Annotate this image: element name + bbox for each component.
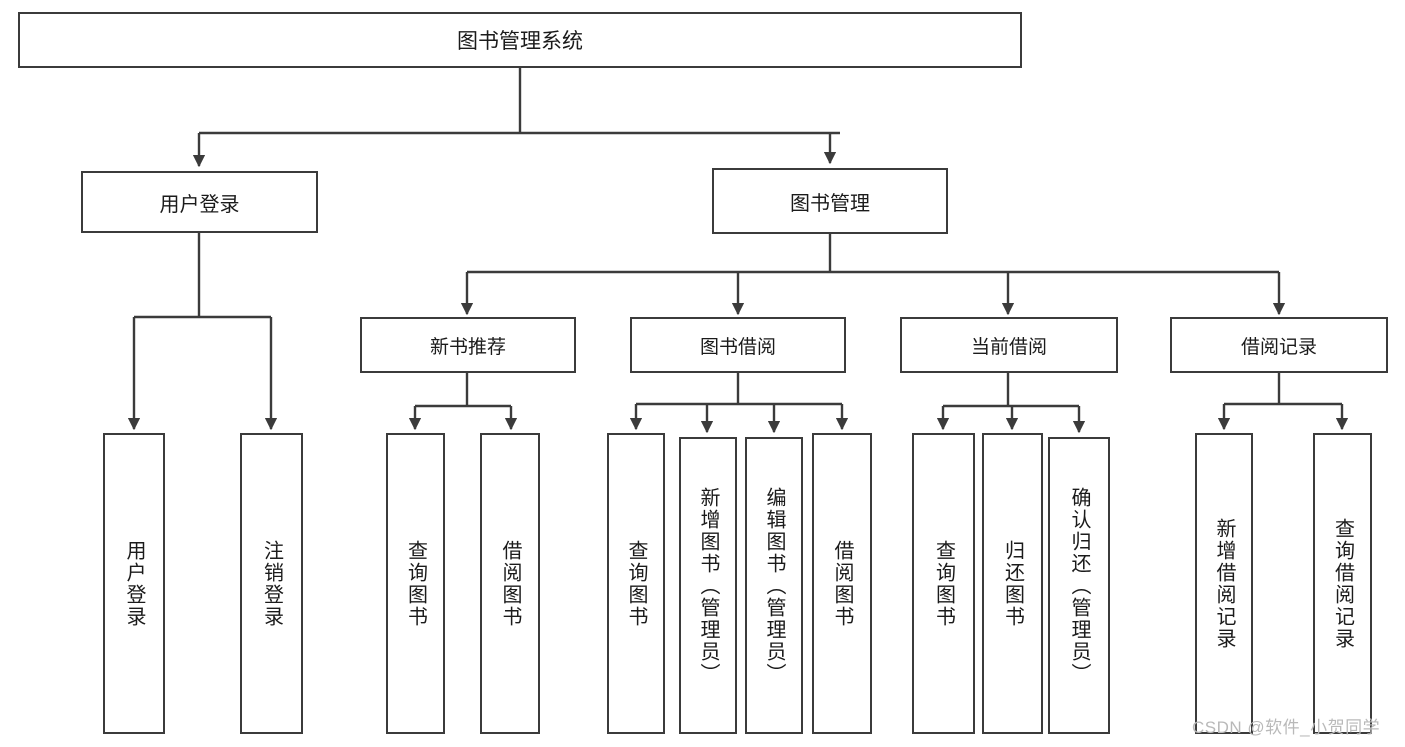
leaf-borrow-book[interactable]: 借阅图书 — [812, 433, 872, 734]
node-label: 新增借阅记录 — [1213, 517, 1235, 650]
node-label: 用户登录 — [159, 193, 240, 216]
node-label: 查询图书 — [625, 539, 647, 628]
node-new-book-recommend[interactable]: 新书推荐 — [360, 317, 576, 373]
leaf-return-book[interactable]: 归还图书 — [982, 433, 1043, 734]
node-label: 编辑图书（管理员） — [763, 486, 785, 685]
leaf-query-borrow-record[interactable]: 查询借阅记录 — [1313, 433, 1372, 734]
leaf-add-borrow-record[interactable]: 新增借阅记录 — [1195, 433, 1253, 734]
node-label: 归还图书 — [1001, 539, 1024, 628]
leaf-query-book-borrow[interactable]: 查询图书 — [607, 433, 665, 734]
node-label: 新书推荐 — [429, 336, 506, 358]
node-label: 图书借阅 — [699, 336, 776, 358]
node-user-login[interactable]: 用户登录 — [81, 171, 318, 233]
node-label: 当前借阅 — [970, 336, 1047, 358]
node-label: 借阅记录 — [1240, 336, 1317, 358]
leaf-confirm-return-admin[interactable]: 确认归还（管理员） — [1048, 437, 1110, 734]
node-label: 用户登录 — [123, 539, 145, 628]
node-label: 注销登录 — [260, 539, 283, 628]
leaf-borrow-book-recommend[interactable]: 借阅图书 — [480, 433, 540, 734]
node-label: 确认归还（管理员） — [1068, 486, 1090, 685]
node-borrow-record[interactable]: 借阅记录 — [1170, 317, 1388, 373]
node-label: 借阅图书 — [831, 539, 853, 628]
leaf-query-book-current[interactable]: 查询图书 — [912, 433, 975, 734]
node-label: 图书管理系统 — [457, 30, 583, 53]
leaf-add-book-admin[interactable]: 新增图书（管理员） — [679, 437, 737, 734]
node-label: 借阅图书 — [499, 539, 521, 628]
csdn-watermark: CSDN @软件_小贺同学 — [1192, 718, 1381, 737]
node-current-borrow[interactable]: 当前借阅 — [900, 317, 1118, 373]
node-label: 新增图书（管理员） — [697, 486, 719, 685]
node-label: 查询借阅记录 — [1331, 517, 1354, 650]
leaf-user-logout[interactable]: 注销登录 — [240, 433, 303, 734]
leaf-user-login[interactable]: 用户登录 — [103, 433, 165, 734]
leaf-edit-book-admin[interactable]: 编辑图书（管理员） — [745, 437, 803, 734]
node-label: 查询图书 — [932, 539, 955, 628]
node-book-management[interactable]: 图书管理 — [712, 168, 948, 234]
node-book-borrow[interactable]: 图书借阅 — [630, 317, 846, 373]
node-label: 图书管理 — [790, 192, 870, 215]
leaf-query-book-recommend[interactable]: 查询图书 — [386, 433, 445, 734]
node-root-book-management-system[interactable]: 图书管理系统 — [18, 12, 1022, 68]
node-label: 查询图书 — [404, 539, 427, 628]
